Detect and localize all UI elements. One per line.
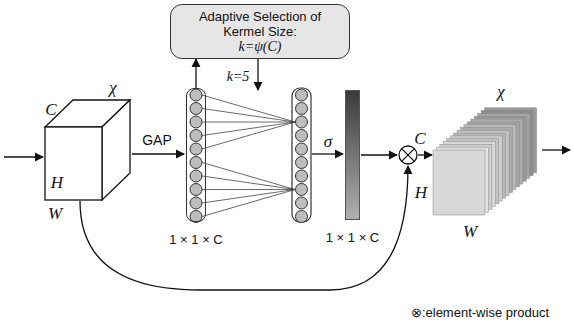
output-tensor (433, 108, 537, 215)
conv-output-vector (292, 88, 311, 222)
channel-circle (296, 157, 308, 169)
channel-circle (296, 103, 308, 115)
channel-circle (296, 89, 308, 101)
operation-label: GAP (142, 132, 172, 148)
channel-circles (190, 89, 202, 223)
gap-arrow (132, 153, 184, 154)
sigmoid-arrow (312, 153, 343, 154)
activation-symbol: σ (324, 132, 332, 152)
selection-box: Adaptive Selection of Kermel Size:k=ψ(C) (170, 4, 350, 59)
channel-circle (296, 211, 308, 223)
channel-circle (296, 170, 308, 182)
conv-line (202, 122, 295, 136)
input-tensor (45, 100, 130, 200)
dimension-symbol: W (48, 204, 62, 224)
channel-circles (296, 89, 308, 223)
dimension-symbol: H (51, 173, 63, 193)
pooled-vector: 1 × 1 × C (186, 88, 206, 222)
conv-connections (202, 95, 295, 217)
formula: k=ψ(C) (177, 39, 343, 54)
box-heading: Adaptive Selection of Kermel Size: (177, 9, 343, 39)
dimension-symbol: H (415, 183, 427, 203)
dimension-symbol: χ (497, 82, 504, 102)
legend-note: ⊗:element-wise product (411, 305, 549, 320)
attention-weights: 1 × 1 × C (345, 90, 360, 220)
channel-circle (190, 170, 202, 182)
dimension-symbol: C (414, 129, 425, 149)
channel-circle (190, 143, 202, 155)
channel-circle (190, 116, 202, 128)
conv-line (202, 163, 295, 190)
channel-circle (190, 184, 202, 196)
channel-circle (190, 157, 202, 169)
channel-circle (296, 184, 308, 196)
dimension-label: 1 × 1 × C (326, 230, 379, 245)
kernel-arrow (257, 59, 258, 90)
channel-slice (433, 150, 485, 215)
weight-arrow (361, 154, 397, 155)
conv-line (202, 122, 295, 123)
channel-circle (296, 143, 308, 155)
channel-circle (190, 103, 202, 115)
dimension-symbol: W (463, 222, 477, 242)
conv-line (202, 95, 295, 122)
kernel-label: k=5 (227, 69, 250, 85)
channel-circle (190, 197, 202, 209)
channel-circle (190, 130, 202, 142)
channel-circle (190, 211, 202, 223)
output-arrow (418, 154, 432, 155)
conv-line (202, 109, 295, 123)
channel-circle (296, 197, 308, 209)
connector-arrow (195, 59, 196, 88)
dimension-symbol: C (45, 100, 56, 120)
exit-arrow (542, 149, 570, 150)
dimension-symbol: χ (109, 78, 116, 98)
channel-circle (190, 89, 202, 101)
input-arrow (4, 156, 43, 157)
conv-line (202, 190, 295, 204)
conv-line (202, 176, 295, 190)
conv-line (202, 189, 295, 190)
conv-line (202, 190, 295, 217)
dimension-label: 1 × 1 × C (169, 232, 222, 247)
product-symbol (399, 146, 417, 164)
channel-circle (296, 116, 308, 128)
channel-circle (296, 130, 308, 142)
conv-line (202, 122, 295, 149)
